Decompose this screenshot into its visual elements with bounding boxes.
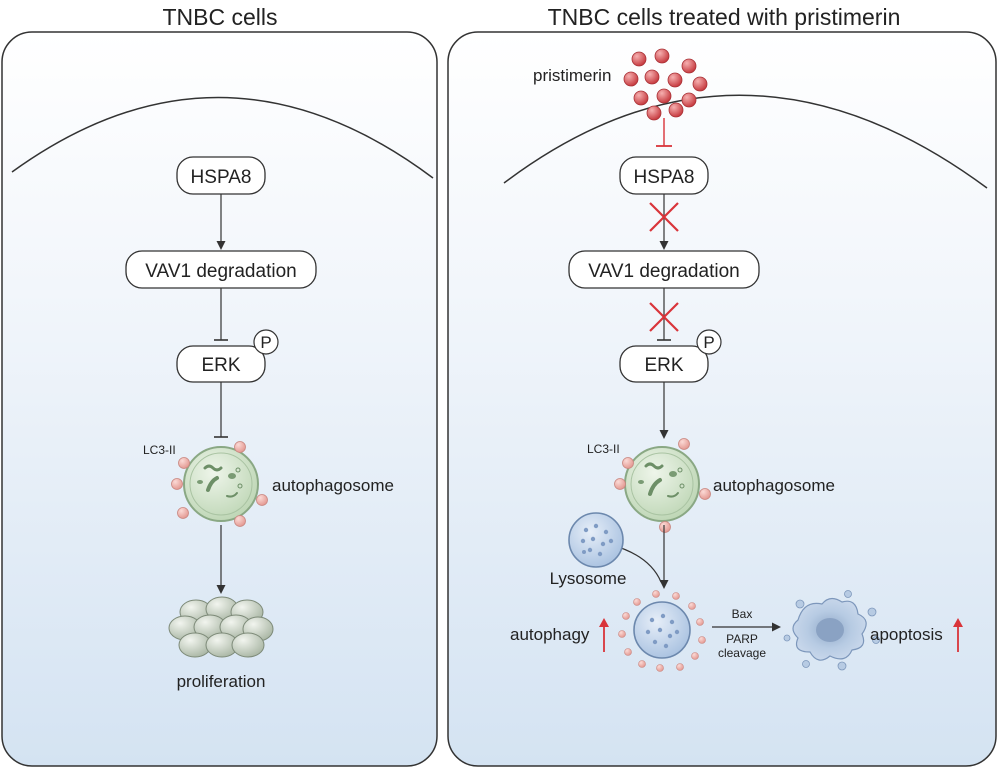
svg-text:ERK: ERK [644, 355, 683, 376]
right-hspa8-node: HSPA8 [619, 156, 709, 195]
lysosome [568, 512, 624, 568]
right-cell-membrane [503, 94, 988, 189]
right-vav1-node: VAV1 degradation [568, 250, 760, 289]
svg-text:ERK: ERK [201, 355, 240, 376]
svg-text:HSPA8: HSPA8 [634, 167, 695, 188]
cleavage-label: cleavage [718, 646, 766, 660]
left-phospho-badge: P [253, 329, 279, 355]
pristimerin-molecules [623, 48, 708, 121]
left-autophagosome [183, 446, 259, 522]
right-autophagosome [624, 446, 700, 522]
autophagy-up-arrow [599, 618, 609, 652]
apoptosis-up-arrow [953, 618, 963, 652]
left-hspa8-node: HSPA8 [176, 156, 266, 195]
proliferation-label: proliferation [177, 672, 266, 691]
left-panel-title: TNBC cells [162, 4, 278, 30]
left-cell [1, 31, 438, 767]
block-cross-1 [649, 202, 679, 232]
right-erk-node: ERK [619, 345, 709, 383]
lysosome-label: Lysosome [550, 569, 627, 588]
bax-label: Bax [732, 607, 753, 621]
svg-text:HSPA8: HSPA8 [191, 167, 252, 188]
block-cross-2 [649, 302, 679, 332]
autolysosome-beads [618, 590, 706, 672]
parp-label: PARP [726, 632, 758, 646]
pristimerin-label: pristimerin [533, 66, 611, 85]
svg-text:VAV1 degradation: VAV1 degradation [588, 261, 739, 282]
autolysosome [633, 601, 691, 659]
svg-text:P: P [703, 333, 714, 352]
right-cell [447, 31, 997, 767]
right-panel-title: TNBC cells treated with pristimerin [547, 4, 901, 30]
right-lc3-beads [614, 438, 711, 533]
svg-text:VAV1 degradation: VAV1 degradation [145, 261, 296, 282]
right-autophagosome-label: autophagosome [713, 476, 835, 495]
left-vav1-node: VAV1 degradation [125, 250, 317, 289]
left-autophagosome-label: autophagosome [272, 476, 394, 495]
svg-text:P: P [260, 333, 271, 352]
left-lc3-label: LC3-II [143, 443, 176, 457]
left-lc3-beads [171, 441, 268, 527]
left-cell-membrane [11, 96, 434, 179]
proliferation-cell-cluster [168, 596, 274, 658]
autophagy-label: autophagy [510, 625, 590, 644]
left-arrowhead-vav1 [216, 241, 226, 250]
apoptosis-label: apoptosis [870, 625, 943, 644]
apoptotic-cell [783, 590, 880, 671]
right-phospho-badge: P [696, 329, 722, 355]
right-lc3-label: LC3-II [587, 442, 620, 456]
left-erk-node: ERK [176, 345, 266, 383]
